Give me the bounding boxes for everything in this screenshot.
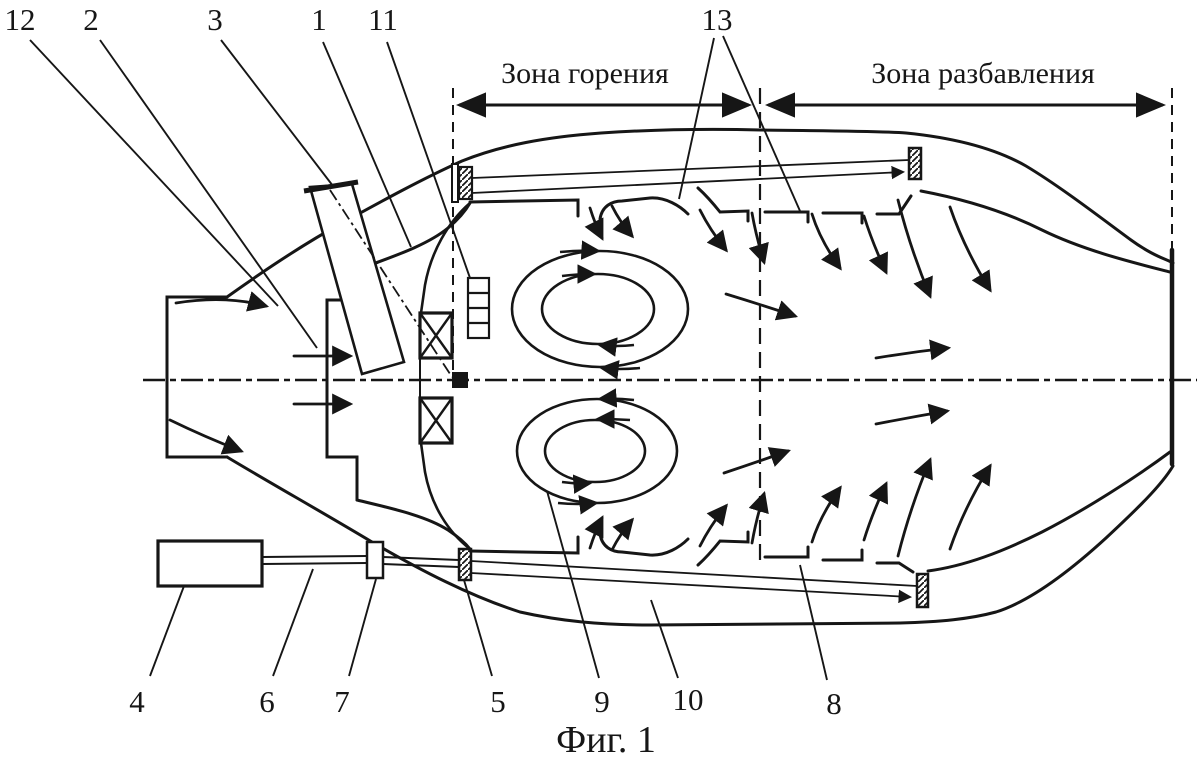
fuel-nozzle-tip bbox=[452, 372, 468, 388]
leader-5 bbox=[463, 579, 493, 677]
leader-1 bbox=[322, 41, 412, 248]
swirler-bottom-cross bbox=[419, 397, 453, 444]
flame-tube-bottom-wall bbox=[468, 450, 1172, 574]
callout-leaders bbox=[29, 35, 828, 681]
figure-caption: Фиг. 1 bbox=[556, 719, 656, 760]
callout-11: 11 bbox=[368, 2, 398, 37]
swirler-bottom-vane bbox=[418, 396, 454, 445]
leader-11 bbox=[386, 41, 471, 279]
dilution-zone-label: Зона разбавления bbox=[871, 57, 1095, 90]
inlet-stream-top bbox=[174, 291, 270, 312]
swirler-top-cross bbox=[419, 312, 453, 359]
cowl-top bbox=[355, 201, 472, 272]
bottom-emitter-probe bbox=[457, 547, 473, 582]
labels: 12 2 3 1 11 13 4 6 7 5 9 10 8 Зона горен… bbox=[5, 2, 1096, 760]
callout-13: 13 bbox=[702, 2, 733, 37]
dome-bottom-shoulder bbox=[419, 442, 471, 551]
inlet-flange bbox=[165, 295, 229, 459]
callout-5: 5 bbox=[490, 684, 506, 719]
bottom-receiver-probe bbox=[915, 572, 930, 609]
top-receiver-probe bbox=[907, 146, 923, 181]
leader-13b bbox=[722, 35, 801, 212]
bottom-waveguide-line bbox=[470, 560, 918, 587]
dilution-core-arrows bbox=[722, 292, 952, 475]
cable-coupling bbox=[365, 540, 385, 580]
air-swirler bbox=[418, 311, 454, 445]
callout-7: 7 bbox=[334, 684, 350, 719]
callout-6: 6 bbox=[259, 684, 275, 719]
top-emitter-mount bbox=[451, 163, 459, 203]
flame-tube-top-wall bbox=[468, 186, 1172, 274]
callout-3: 3 bbox=[207, 2, 223, 37]
leader-6 bbox=[272, 568, 314, 677]
acoustic-probes bbox=[451, 146, 930, 609]
callout-10: 10 bbox=[673, 682, 704, 717]
leader-10 bbox=[650, 599, 679, 679]
top-waveguide-line bbox=[471, 159, 910, 179]
bottom-wall-jets bbox=[584, 457, 992, 558]
leader-12 bbox=[29, 39, 279, 307]
leader-3 bbox=[220, 39, 334, 187]
zone-markup bbox=[452, 88, 1173, 568]
bottom-waveguide-arrow bbox=[470, 572, 913, 604]
control-unit-box bbox=[156, 539, 264, 588]
control-unit-assembly bbox=[156, 539, 460, 588]
casing-top-wall bbox=[225, 127, 1175, 299]
fuel-pipe-cap bbox=[303, 179, 359, 194]
leader-7 bbox=[348, 578, 377, 677]
dome-top-shoulder bbox=[419, 202, 471, 314]
callout-8: 8 bbox=[826, 686, 842, 721]
lower-vortex-outer bbox=[515, 397, 679, 505]
leader-4 bbox=[149, 585, 185, 677]
upper-vortex-inner bbox=[540, 272, 656, 346]
top-emitter-probe bbox=[457, 165, 474, 201]
callout-9: 9 bbox=[594, 684, 610, 719]
leader-13a bbox=[678, 37, 715, 200]
leader-9 bbox=[546, 490, 600, 679]
combustion-zone-label: Зона горения bbox=[501, 57, 669, 90]
swirler-top-vane bbox=[418, 311, 454, 360]
recirculation-vortices bbox=[510, 240, 690, 515]
callout-1: 1 bbox=[311, 2, 327, 37]
flame-tube-dome bbox=[419, 202, 471, 551]
lower-vortex-inner bbox=[543, 418, 647, 484]
flow-arrows bbox=[168, 198, 992, 558]
leader-2 bbox=[99, 39, 318, 349]
grid-cells bbox=[468, 291, 489, 325]
fuel-pipe-body bbox=[308, 182, 406, 376]
top-wall-jets bbox=[584, 198, 992, 299]
top-waveguide-arrow bbox=[471, 165, 906, 194]
callout-2: 2 bbox=[83, 2, 99, 37]
connecting-cable bbox=[261, 555, 460, 568]
leader-8 bbox=[799, 564, 828, 681]
callout-4: 4 bbox=[129, 684, 145, 719]
vortex-direction-arrows bbox=[557, 240, 641, 515]
stabilizer-grid bbox=[466, 276, 491, 340]
inlet-stream-bottom bbox=[168, 418, 244, 455]
callout-12: 12 bbox=[5, 2, 36, 37]
upper-vortex-outer bbox=[510, 249, 690, 369]
